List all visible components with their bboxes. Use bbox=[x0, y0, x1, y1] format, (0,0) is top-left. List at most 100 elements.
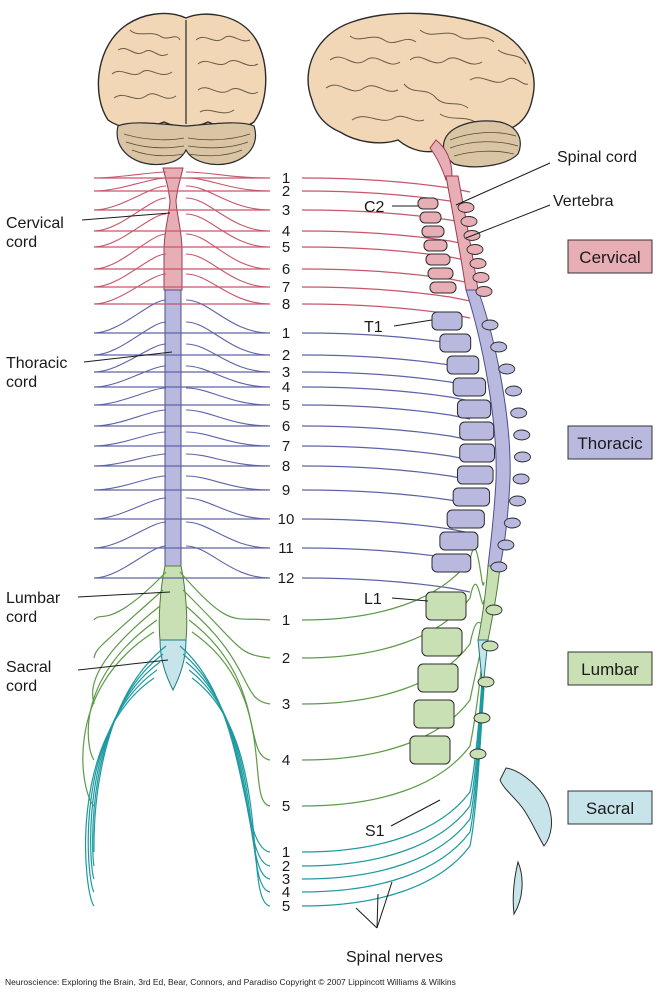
vertebra-thoracic-10 bbox=[452, 377, 487, 397]
left-nerve-branch-cervical-1 bbox=[185, 171, 271, 179]
nerve-number-thoracic-10: 10 bbox=[278, 511, 295, 528]
vertebra-lumbar-19 bbox=[425, 591, 467, 621]
spinal-nerves-label: Spinal nerves bbox=[346, 949, 443, 966]
spinous-process-thoracic-17 bbox=[497, 539, 515, 551]
nerve-number-thoracic-12: 12 bbox=[278, 570, 295, 587]
lumbar-cord-label-2: cord bbox=[6, 609, 37, 626]
spinous-process-thoracic-13 bbox=[514, 451, 531, 463]
lumbar-region-label: Lumbar bbox=[581, 660, 639, 679]
left-cauda-r-sacral-1 bbox=[179, 645, 271, 853]
nerve-number-sacral-4: 4 bbox=[282, 884, 290, 901]
lateral-cord-sacral bbox=[477, 639, 489, 691]
right-nerve-thoracic-5 bbox=[301, 404, 471, 420]
left-nerve-branch-thoracic-8 bbox=[185, 453, 271, 467]
left-cauda-r-lumbar-2 bbox=[182, 589, 271, 659]
c2-label: C2 bbox=[364, 199, 385, 216]
nerve-number-thoracic-3: 3 bbox=[282, 364, 290, 381]
cervical-cord-label-2: cord bbox=[6, 234, 37, 251]
sacral-cord-label-1: Sacral bbox=[6, 659, 51, 676]
left-nerve-root-cervical-4 bbox=[93, 197, 167, 232]
nerve-number-thoracic-7: 7 bbox=[282, 438, 290, 455]
nerve-number-thoracic-4: 4 bbox=[282, 379, 290, 396]
right-nerve-cervical-2 bbox=[301, 190, 471, 206]
left-nerve-branch-thoracic-3 bbox=[185, 343, 271, 373]
nerve-number-cervical-3: 3 bbox=[282, 202, 290, 219]
left-cauda-r-sacral-5 bbox=[191, 677, 271, 907]
vertebra-thoracic-8 bbox=[439, 333, 472, 353]
left-labels: Cervical cord Thoracic cord Lumbar cord … bbox=[6, 215, 67, 695]
vertebra-thoracic-11 bbox=[456, 399, 492, 419]
left-nerve-root-thoracic-5 bbox=[93, 387, 167, 406]
left-nerve-root-cervical-8 bbox=[93, 273, 167, 305]
left-cauda-r-sacral-4 bbox=[188, 669, 271, 893]
vertebrae bbox=[409, 197, 531, 765]
right-nerve-lumbar-2 bbox=[301, 583, 485, 659]
nerve-number-thoracic-9: 9 bbox=[282, 482, 290, 499]
nerve-number-cervical-4: 4 bbox=[282, 223, 290, 240]
left-cauda-lumbar-2 bbox=[93, 589, 164, 659]
left-nerve-branch-cervical-4 bbox=[185, 197, 271, 232]
spinous-process-lumbar-22 bbox=[473, 712, 491, 724]
thoracic-region-box bbox=[567, 425, 653, 460]
left-nerve-branch-cervical-6 bbox=[185, 233, 271, 270]
lumbar-region-box bbox=[567, 651, 653, 686]
left-nerve-root-thoracic-2 bbox=[93, 321, 167, 356]
left-cauda-r-lumbar-1 bbox=[179, 571, 271, 621]
cord-cervical-segment bbox=[162, 167, 184, 291]
left-nerve-root-thoracic-7 bbox=[93, 431, 167, 447]
spinous-process-cervical-3 bbox=[466, 244, 484, 255]
nerve-number-cervical-5: 5 bbox=[282, 239, 290, 256]
vertebra-thoracic-17 bbox=[439, 531, 479, 551]
right-nerve-sacral-5 bbox=[301, 687, 485, 907]
vertebra-cervical-4 bbox=[425, 253, 451, 266]
leader-lines bbox=[77, 162, 551, 929]
sacral-cord-label-2: cord bbox=[6, 678, 37, 695]
vertebra-thoracic-9 bbox=[446, 355, 480, 375]
spinous-process-lumbar-23 bbox=[469, 748, 487, 760]
nerve-number-thoracic-11: 11 bbox=[278, 540, 294, 557]
left-nerve-branch-cervical-7 bbox=[185, 253, 271, 288]
nerve-number-sacral-5: 5 bbox=[282, 898, 290, 915]
t1-label: T1 bbox=[364, 319, 383, 336]
lumbar-cord-label-1: Lumbar bbox=[6, 590, 61, 607]
thoracic-cord-label-1: Thoracic bbox=[6, 355, 67, 372]
vertebra-lumbar-20 bbox=[421, 627, 463, 657]
right-nerve-cervical-1 bbox=[301, 177, 471, 193]
left-nerve-branch-cervical-5 bbox=[185, 213, 271, 248]
left-nerve-root-thoracic-6 bbox=[93, 409, 167, 427]
left-nerve-branch-thoracic-6 bbox=[185, 409, 271, 427]
vertebra-label: Vertebra bbox=[553, 193, 614, 210]
nerve-number-sacral-1: 1 bbox=[282, 844, 290, 861]
coccyx bbox=[512, 860, 523, 916]
left-cauda-r-sacral-2 bbox=[182, 653, 271, 867]
vertebra-lumbar-22 bbox=[413, 699, 455, 729]
spinous-process-cervical-5 bbox=[472, 272, 490, 283]
left-nerve-branch-thoracic-9 bbox=[185, 475, 271, 491]
left-nerve-root-thoracic-9 bbox=[93, 475, 167, 491]
left-cauda-sacral-1 bbox=[93, 645, 167, 853]
spinous-process-thoracic-9 bbox=[498, 363, 516, 375]
spinous-process-lumbar-20 bbox=[481, 640, 499, 652]
left-nerve-branch-thoracic-1 bbox=[185, 299, 271, 334]
spinal-cord-label: Spinal cord bbox=[557, 149, 637, 166]
vertebra-lumbar-21 bbox=[417, 663, 459, 693]
spinous-process-cervical-6 bbox=[475, 286, 493, 297]
right-nerve-thoracic-7 bbox=[301, 445, 471, 461]
left-cauda-sacral-5 bbox=[85, 677, 155, 907]
vertebra-lumbar-23 bbox=[409, 735, 451, 765]
spinous-process-cervical-4 bbox=[469, 258, 487, 269]
vertebra-cervical-2 bbox=[421, 225, 445, 238]
right-nerve-thoracic-6 bbox=[301, 425, 471, 441]
region-legend: Cervical Thoracic Lumbar Sacral bbox=[567, 239, 653, 825]
right-nerve-cervical-7 bbox=[301, 286, 471, 302]
spinal-column-lateral bbox=[409, 175, 552, 916]
spinous-process-thoracic-7 bbox=[481, 319, 499, 331]
vertebra-thoracic-15 bbox=[452, 487, 491, 507]
brainstem bbox=[429, 139, 453, 181]
nerve-number-cervical-7: 7 bbox=[282, 279, 290, 296]
nerve-number-lumbar-3: 3 bbox=[282, 696, 290, 713]
left-nerve-root-thoracic-1 bbox=[93, 299, 167, 334]
right-nerve-thoracic-9 bbox=[301, 489, 471, 505]
vertebra-cervical-1 bbox=[419, 211, 442, 224]
vertebra-thoracic-13 bbox=[459, 443, 496, 463]
